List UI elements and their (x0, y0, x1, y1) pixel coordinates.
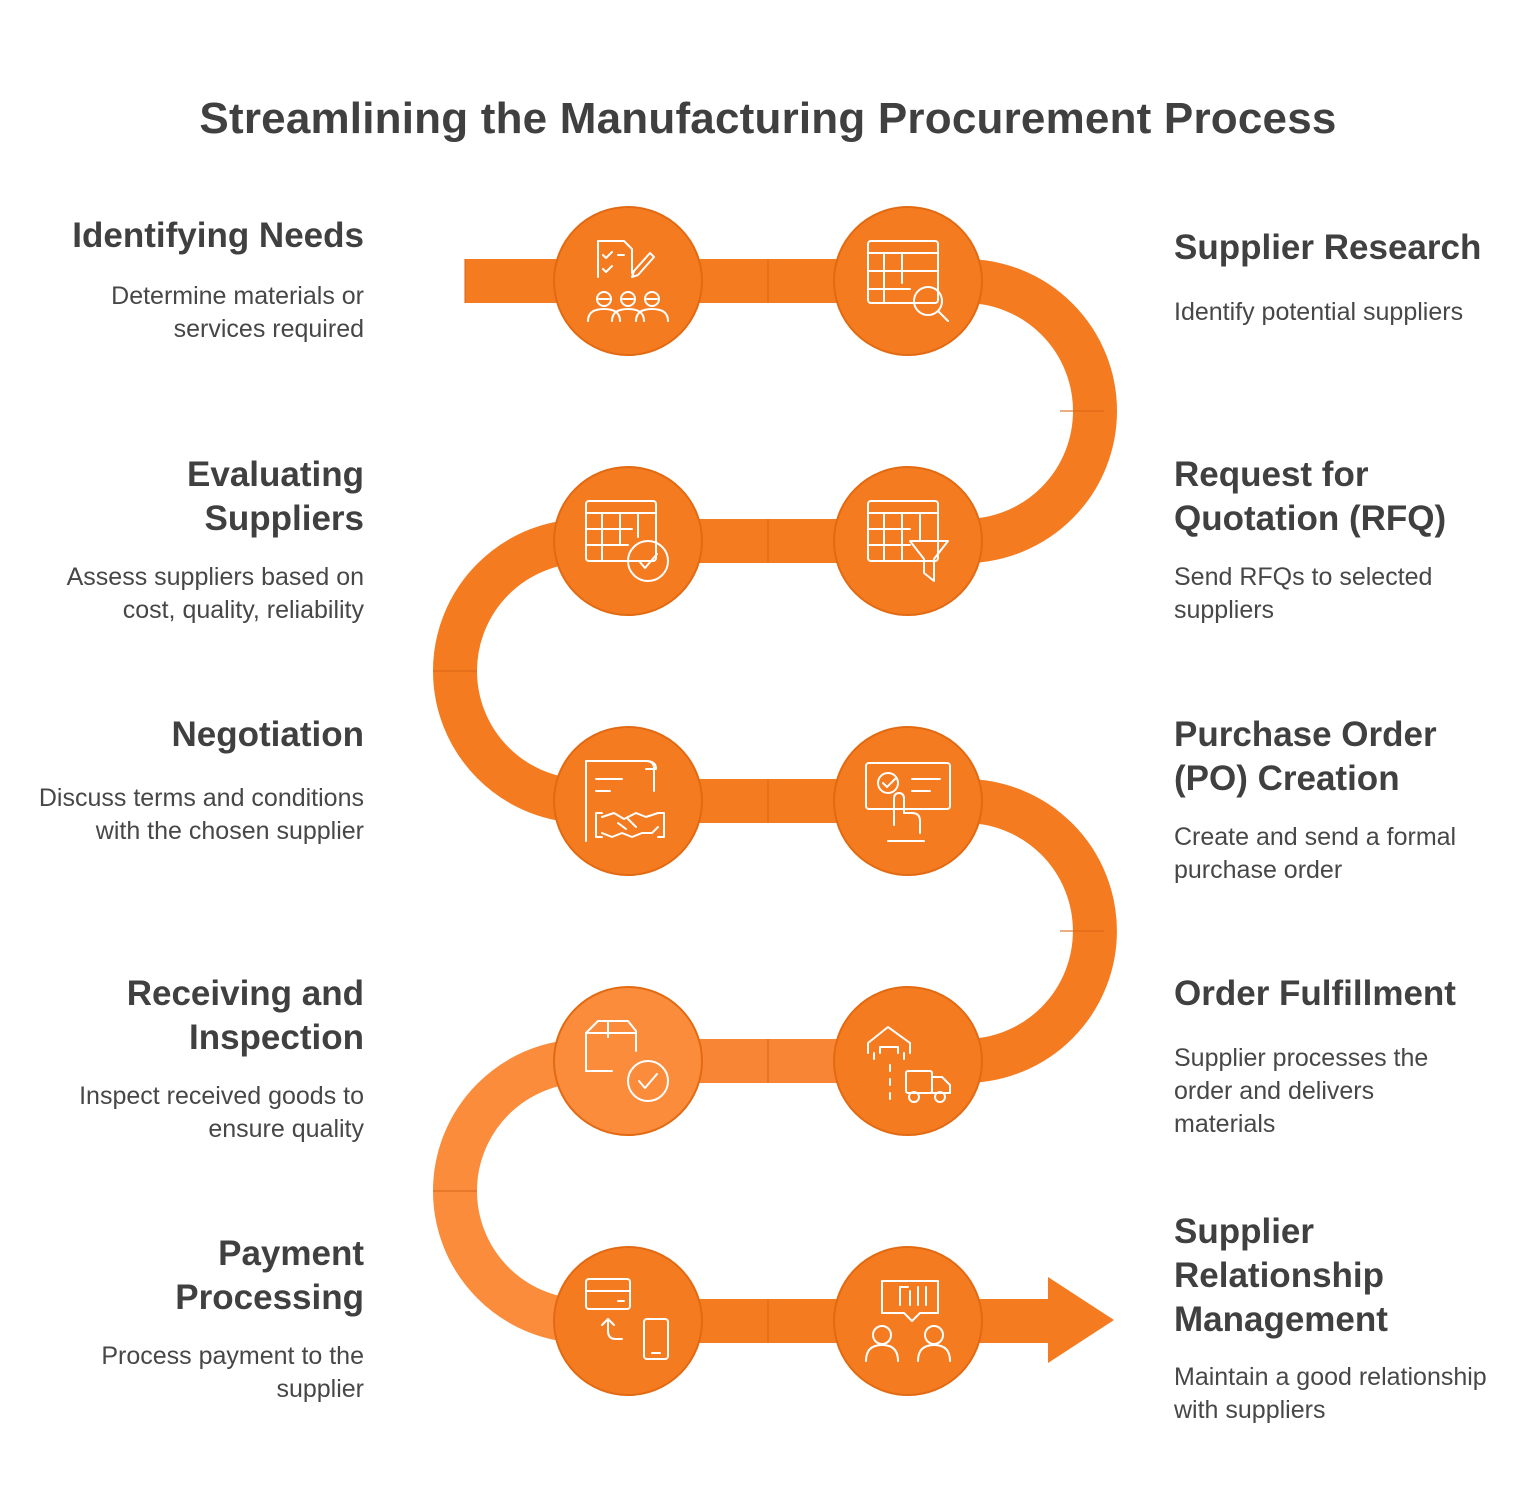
step-circle-1 (553, 206, 703, 356)
step-desc-receiving-inspection: Inspect received goods to ensure quality (79, 1082, 364, 1143)
arrow-head (1048, 1277, 1114, 1363)
path-seams (433, 259, 1104, 1343)
table-filter-icon (867, 500, 949, 582)
table-search-icon (867, 240, 949, 322)
step-desc-supplier-research: Identify potential suppliers (1174, 298, 1464, 326)
step-title-negotiation: Negotiation (171, 715, 364, 754)
step-circle-10 (833, 1246, 983, 1396)
step-desc-evaluating-suppliers: Assess suppliers based on cost, quality,… (66, 563, 364, 624)
step-title-receiving-inspection: Receiving and Inspection (126, 974, 364, 1057)
step-title-supplier-relationship: Supplier Relationship Management (1174, 1212, 1388, 1339)
touch-order-icon (865, 762, 951, 842)
step-desc-supplier-relationship: Maintain a good relationship with suppli… (1174, 1363, 1487, 1424)
step-title-purchase-order: Purchase Order (PO) Creation (1174, 715, 1437, 798)
step-desc-rfq: Send RFQs to selected suppliers (1174, 563, 1433, 624)
step-title-evaluating-suppliers: Evaluating Suppliers (187, 455, 364, 538)
step-desc-negotiation: Discuss terms and conditions with the ch… (38, 784, 364, 845)
warehouse-truck-icon (867, 1026, 951, 1103)
step-circle-4 (553, 466, 703, 616)
card-phone-payment-icon (585, 1278, 669, 1360)
step-desc-purchase-order: Create and send a formal purchase order (1174, 823, 1457, 884)
checklist-team-icon (587, 240, 669, 322)
step-circle-9 (553, 1246, 703, 1396)
step-title-order-fulfillment: Order Fulfillment (1174, 974, 1456, 1013)
step-circle-2 (833, 206, 983, 356)
step-title-supplier-research: Supplier Research (1174, 228, 1482, 267)
step-desc-payment-processing: Process payment to the supplier (101, 1342, 364, 1403)
step-desc-identifying-needs: Determine materials or services required (111, 282, 364, 343)
diagram-title: Streamlining the Manufacturing Procureme… (199, 94, 1337, 143)
box-check-icon (585, 1020, 669, 1102)
step-circle-3 (833, 466, 983, 616)
step-circle-5 (553, 726, 703, 876)
contract-handshake-icon (585, 760, 665, 842)
step-title-identifying-needs: Identifying Needs (72, 216, 364, 255)
step-title-rfq: Request for Quotation (RFQ) (1174, 455, 1447, 538)
step-circle-8 (553, 986, 703, 1136)
process-path (433, 259, 1117, 1343)
step-title-payment-processing: Payment Processing (175, 1234, 364, 1317)
step-circle-6 (833, 726, 983, 876)
step-desc-order-fulfillment: Supplier processes the order and deliver… (1174, 1044, 1429, 1138)
people-chat-icon (865, 1280, 951, 1362)
step-circle-7 (833, 986, 983, 1136)
table-check-icon (585, 500, 669, 582)
